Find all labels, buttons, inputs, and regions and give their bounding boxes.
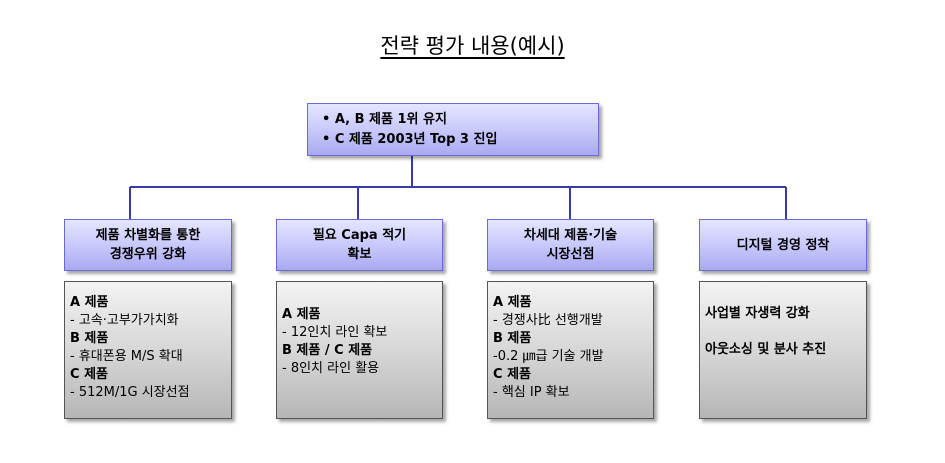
strategy-heading-1: 제품 차별화를 통한 경쟁우위 강화: [64, 219, 232, 271]
detail-line: A 제품: [493, 295, 532, 310]
detail-line: A 제품: [282, 307, 321, 322]
detail-box-4: 사업별 자생력 강화 아웃소싱 및 분사 추진: [699, 281, 867, 419]
detail-line: 아웃소싱 및 분사 추진: [705, 342, 827, 357]
detail-line: - 512M/1G 시장선점: [70, 385, 190, 400]
strategy-heading-3: 차세대 제품·기술 시장선점: [487, 219, 654, 271]
heading-line: 제품 차별화를 통한: [95, 228, 201, 243]
detail-line: - 핵심 IP 확보: [493, 385, 570, 400]
detail-line: -0.2 ㎛급 기술 개발: [493, 349, 604, 364]
strategy-heading-2: 필요 Capa 적기 확보: [276, 219, 443, 271]
detail-line: C 제품: [70, 367, 108, 382]
detail-line: - 경쟁사比 선행개발: [493, 313, 603, 328]
detail-line: B 제품 / C 제품: [282, 343, 373, 358]
strategy-heading-4: 디지털 경영 정착: [699, 219, 867, 271]
diagram-title: 전략 평가 내용(예시): [380, 34, 565, 58]
detail-box-1: A 제품 - 고속·고부가가치화 B 제품 - 휴대폰용 M/S 확대 C 제품…: [64, 281, 232, 419]
goal-item-1: A, B 제품 1위 유지: [322, 110, 598, 130]
heading-line: 필요 Capa 적기: [312, 228, 407, 243]
detail-line: B 제품: [70, 331, 109, 346]
goal-item-2: C 제품 2003년 Top 3 진입: [322, 130, 598, 150]
detail-line: - 8인치 라인 활용: [282, 361, 380, 376]
detail-line: - 고속·고부가가치화: [70, 313, 179, 328]
detail-spacer: [705, 323, 860, 341]
heading-line: 시장선점: [546, 247, 595, 262]
detail-line: 사업별 자생력 강화: [705, 306, 810, 321]
top-goal-box: A, B 제품 1위 유지 C 제품 2003년 Top 3 진입: [307, 103, 599, 156]
detail-line: A 제품: [70, 295, 109, 310]
heading-line: 차세대 제품·기술: [523, 228, 618, 243]
heading-line: 확보: [347, 247, 372, 262]
detail-line: C 제품: [493, 367, 531, 382]
detail-line: - 12인치 라인 확보: [282, 325, 388, 340]
detail-box-3: A 제품 - 경쟁사比 선행개발 B 제품 -0.2 ㎛급 기술 개발 C 제품…: [487, 281, 654, 419]
detail-line: B 제품: [493, 331, 532, 346]
detail-box-2: A 제품 - 12인치 라인 확보 B 제품 / C 제품 - 8인치 라인 활…: [276, 281, 443, 419]
heading-line: 디지털 경영 정착: [736, 237, 830, 253]
detail-line: - 휴대폰용 M/S 확대: [70, 349, 183, 364]
heading-line: 경쟁우위 강화: [109, 247, 187, 262]
